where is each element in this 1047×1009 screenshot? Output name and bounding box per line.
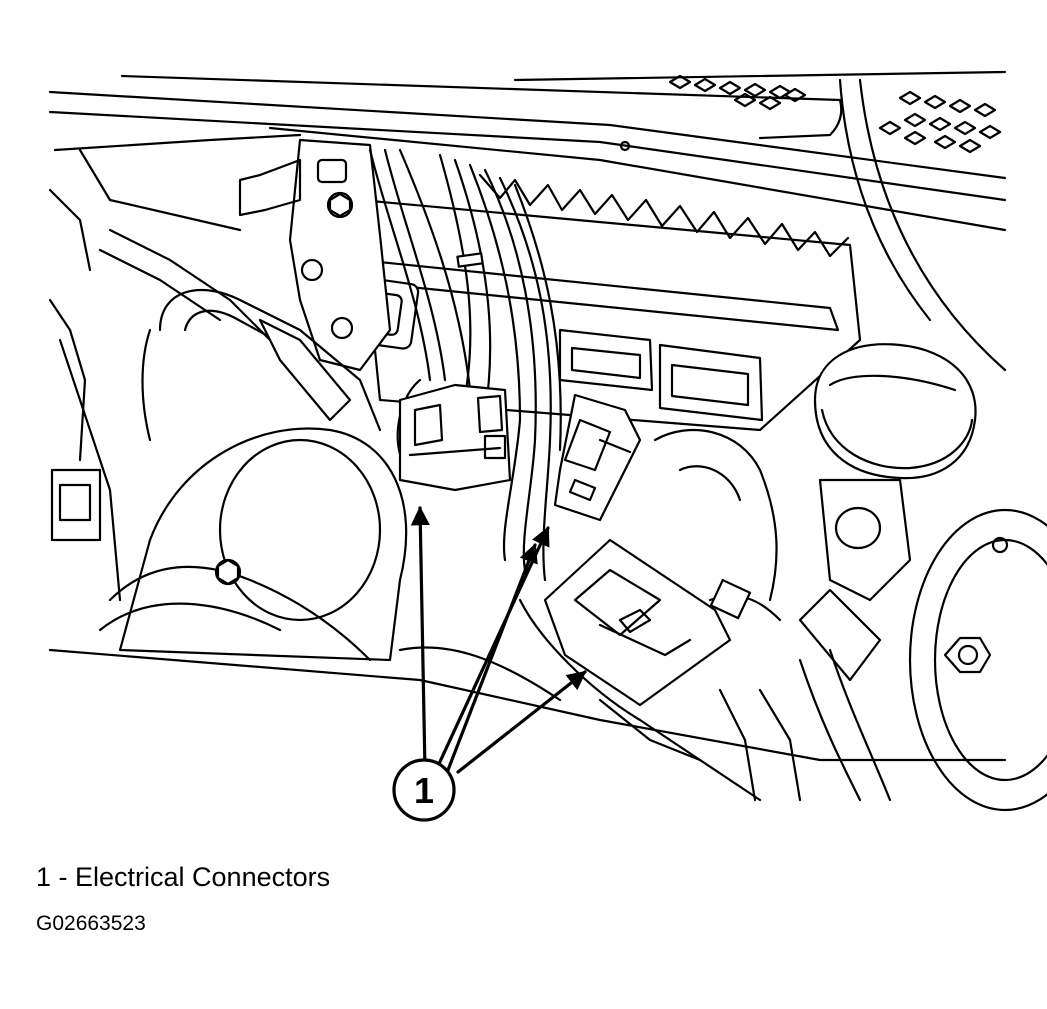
left-frame	[48, 133, 302, 602]
electrical-connector-a	[398, 383, 512, 492]
cowl-panel	[48, 70, 1007, 232]
hoses	[48, 428, 1007, 802]
callout-arrows	[410, 506, 587, 774]
vent-holes	[668, 74, 1002, 154]
air-intake	[98, 228, 408, 662]
strut-tower	[838, 78, 1047, 812]
legend-text: 1 - Electrical Connectors	[36, 862, 331, 892]
pcm-module	[338, 173, 862, 432]
coolant-reservoir	[798, 343, 977, 802]
engine-bay-illustration: 1	[48, 70, 1047, 822]
callout-number: 1	[414, 770, 434, 811]
electrical-connector-b	[553, 393, 642, 522]
figure-id: G02663523	[36, 912, 146, 935]
mounting-bracket	[238, 138, 392, 372]
callout-bubble: 1	[392, 758, 456, 822]
electrical-connector-c	[543, 538, 782, 707]
wire-harness	[368, 148, 562, 582]
